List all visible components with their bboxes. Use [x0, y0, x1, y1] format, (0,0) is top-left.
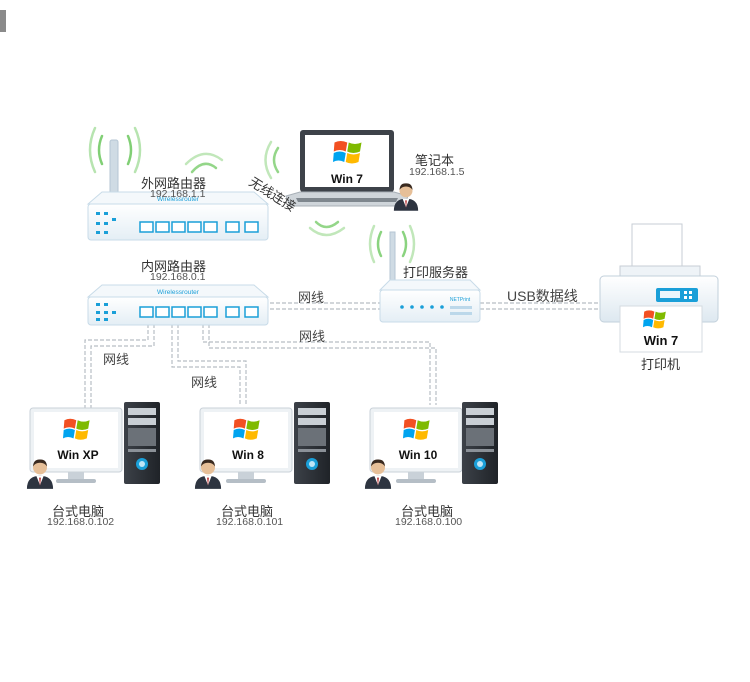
desktop-2-ip: 192.168.0.101 [216, 516, 284, 528]
desktop-1-tower [124, 402, 160, 484]
desktop-1-name: 台式电脑 [52, 504, 105, 519]
desktop-2-tower [294, 402, 330, 484]
cable-label-usb: USB数据线 [507, 288, 578, 304]
laptop-ip: 192.168.1.5 [409, 166, 465, 178]
cable-pc2 [171, 324, 241, 405]
outer-router: Wirelessrouter [86, 139, 270, 241]
desktop-1-ip: 192.168.0.102 [47, 516, 115, 528]
inner-router: Wirelessrouter [86, 284, 270, 326]
outer-router-brand: Wirelessrouter [157, 196, 200, 203]
laptop: Win 7 [285, 130, 409, 207]
inner-router-ip: 192.168.0.1 [150, 271, 206, 283]
cable-label-pc3: 网线 [299, 329, 326, 344]
corner-marker [0, 10, 6, 32]
laptop-os: Win 7 [331, 172, 363, 186]
desktop-2: Win 8 [199, 402, 330, 484]
desktop-3-os: Win 10 [399, 448, 438, 462]
inner-router-brand: Wirelessrouter [157, 289, 200, 296]
outer-router-name: 外网路由器 [141, 176, 207, 191]
inner-router-name: 内网路由器 [141, 259, 207, 274]
cable-label-pc2: 网线 [191, 375, 218, 390]
printer-os: Win 7 [644, 333, 679, 348]
printer-name: 打印机 [641, 357, 681, 372]
desktop-1-os: Win XP [57, 448, 98, 462]
desktop-3-ip: 192.168.0.100 [395, 516, 463, 528]
cable-pc1 [84, 324, 149, 408]
desktop-2-os: Win 8 [232, 448, 264, 462]
cable-pc3 [202, 324, 431, 405]
desktop-3: Win 10 [369, 402, 498, 484]
printer: Win 7 [599, 223, 719, 353]
print-server-name: 打印服务器 [403, 265, 469, 280]
laptop-name: 笔记本 [415, 153, 455, 168]
cables [84, 302, 600, 408]
cable-label-pc1: 网线 [103, 352, 130, 367]
desktop-3-name: 台式电脑 [401, 504, 454, 519]
print-server: NETPrint [378, 231, 482, 323]
desktop-3-tower [462, 402, 498, 484]
desktop-2-name: 台式电脑 [221, 504, 274, 519]
wifi-waves [88, 126, 416, 264]
print-server-model: NETPrint [450, 297, 471, 303]
outer-router-ip: 192.168.1.1 [150, 188, 206, 200]
desktop-1: Win XP [29, 402, 160, 484]
cable-label-router-printserver: 网线 [298, 290, 325, 305]
